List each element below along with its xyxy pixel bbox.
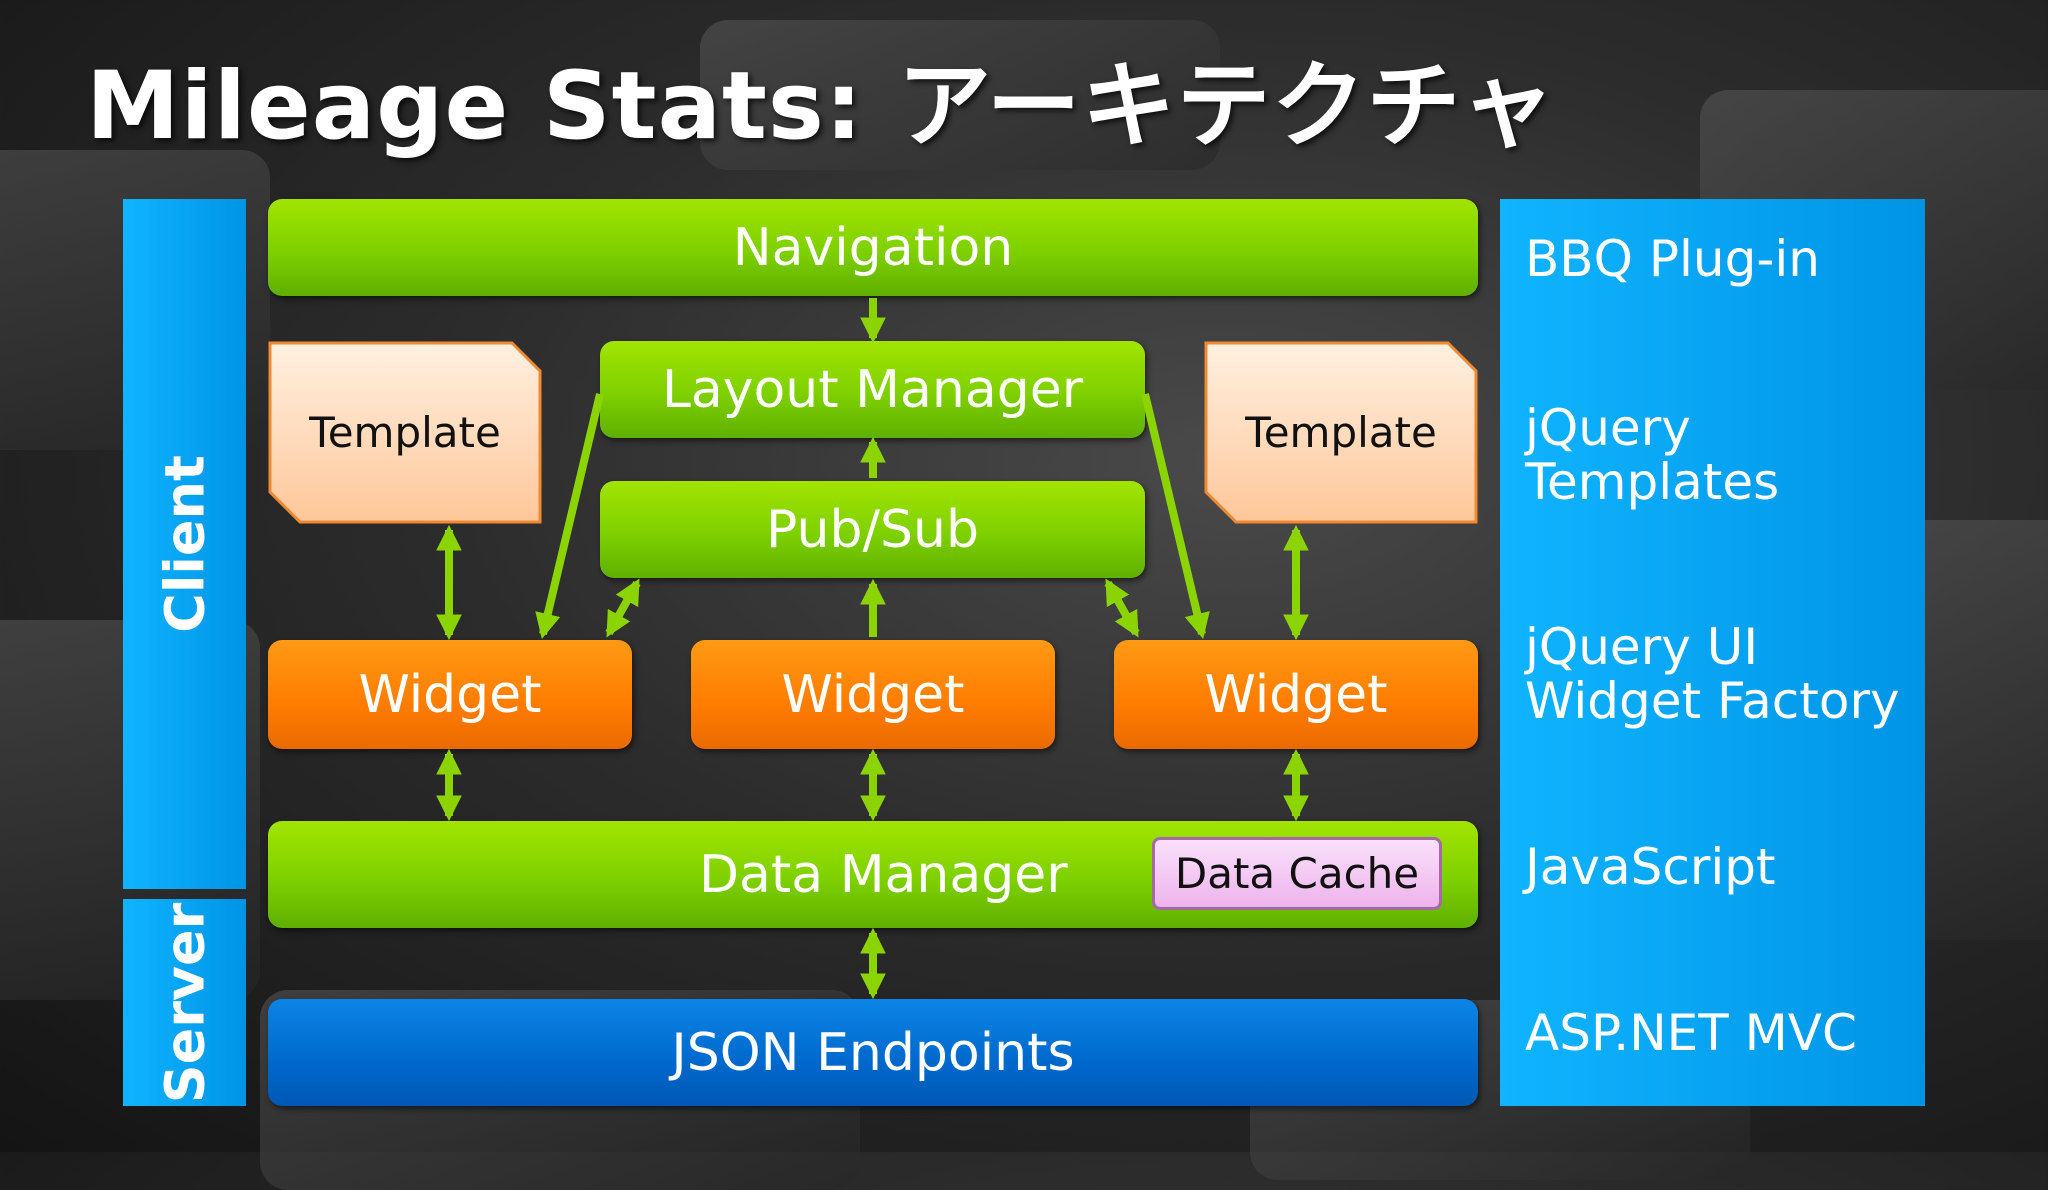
tech-javascript: JavaScript bbox=[1525, 840, 1776, 894]
widget-center-box: Widget bbox=[691, 640, 1055, 749]
navigation-label: Navigation bbox=[732, 217, 1014, 278]
widget-left-label: Widget bbox=[358, 664, 542, 725]
background-key bbox=[700, 20, 1220, 170]
pub-sub-label: Pub/Sub bbox=[766, 499, 979, 560]
widget-right-label: Widget bbox=[1204, 664, 1388, 725]
data-manager-label: Data Manager bbox=[699, 844, 1068, 905]
tech-aspnet-label: ASP.NET MVC bbox=[1525, 1004, 1857, 1062]
tech-jquery-ui-line2: Widget Factory bbox=[1525, 672, 1900, 730]
tech-jquery-templates: jQuery Templates bbox=[1525, 401, 1779, 509]
widget-center-label: Widget bbox=[781, 664, 965, 725]
page-title: Mileage Stats: アーキテクチャ bbox=[86, 52, 1556, 161]
widget-left-box: Widget bbox=[268, 640, 632, 749]
layout-manager-label: Layout Manager bbox=[661, 359, 1084, 420]
template-left-label: Template bbox=[309, 408, 501, 457]
tech-jquery-ui: jQuery UI Widget Factory bbox=[1525, 620, 1900, 728]
tech-bbq-label: BBQ Plug-in bbox=[1525, 230, 1820, 288]
template-right: Template bbox=[1204, 341, 1478, 524]
tech-jquery-ui-line1: jQuery UI bbox=[1525, 618, 1759, 676]
tech-javascript-label: JavaScript bbox=[1525, 838, 1776, 896]
tech-bbq-plugin: BBQ Plug-in bbox=[1525, 232, 1820, 286]
arrow-layout-to-widget-left bbox=[535, 393, 604, 639]
template-left: Template bbox=[268, 341, 542, 524]
navigation-box: Navigation bbox=[268, 199, 1478, 296]
template-shape-left bbox=[268, 341, 542, 524]
layout-manager-box: Layout Manager bbox=[600, 341, 1145, 438]
json-endpoints-label: JSON Endpoints bbox=[671, 1022, 1075, 1083]
arrow-layout-to-widget-right bbox=[1141, 393, 1210, 639]
connector-arrows bbox=[436, 298, 1309, 1000]
widget-right-box: Widget bbox=[1114, 640, 1478, 749]
tech-jquery-templates-line2: Templates bbox=[1525, 453, 1780, 511]
tech-aspnet-mvc: ASP.NET MVC bbox=[1525, 1006, 1857, 1060]
json-endpoints-box: JSON Endpoints bbox=[268, 999, 1478, 1106]
server-sidebar: Server bbox=[123, 899, 246, 1106]
technology-column bbox=[1500, 199, 1925, 1106]
template-right-label: Template bbox=[1245, 408, 1437, 457]
data-cache-box: Data Cache bbox=[1152, 837, 1442, 910]
arrow-pubsub-widget-right bbox=[1104, 578, 1140, 638]
arrow-pubsub-widget-left bbox=[605, 578, 641, 638]
data-cache-label: Data Cache bbox=[1174, 849, 1420, 898]
client-sidebar: Client bbox=[123, 199, 246, 889]
tech-jquery-templates-line1: jQuery bbox=[1525, 399, 1691, 457]
template-shape-right bbox=[1204, 341, 1478, 524]
pub-sub-box: Pub/Sub bbox=[600, 481, 1145, 578]
